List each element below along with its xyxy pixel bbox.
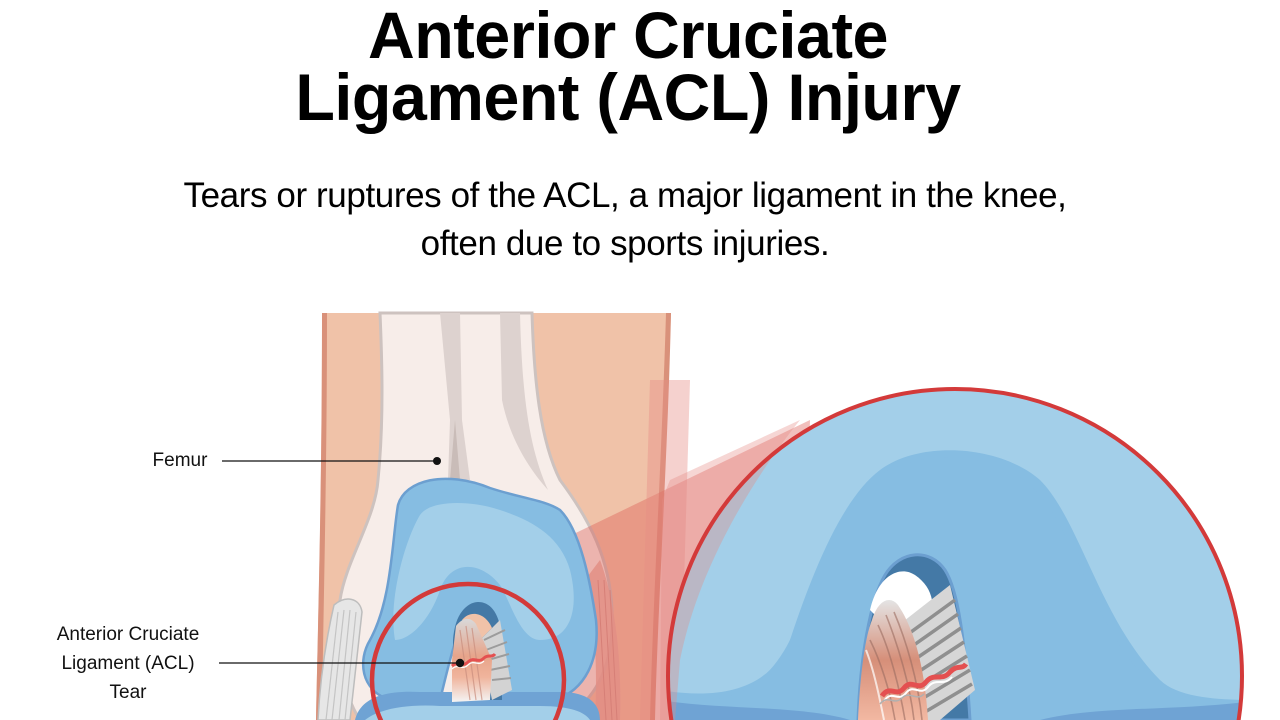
label-acl-tear: Anterior Cruciate Ligament (ACL) Tear: [30, 620, 226, 707]
large-magnifier-ring: [666, 387, 1244, 720]
page-title: Anterior Cruciate Ligament (ACL) Injury: [13, 0, 1244, 134]
subtitle-line-1: Tears or ruptures of the ACL, a major li…: [183, 176, 1067, 215]
page-subtitle: Tears or ruptures of the ACL, a major li…: [0, 172, 1250, 268]
title-line-2: Ligament (ACL) Injury: [295, 60, 961, 134]
label-acl-line-3: Tear: [109, 682, 147, 703]
label-femur: Femur: [152, 450, 208, 471]
small-magnifier-ring: [369, 581, 567, 720]
title-line-1: Anterior Cruciate: [367, 0, 889, 72]
subtitle-line-2: often due to sports injuries.: [420, 224, 830, 263]
leader-lines: [219, 457, 465, 668]
small-magnifier-content: [450, 602, 512, 702]
large-magnifier: [660, 387, 1244, 720]
label-acl-line-1: Anterior Cruciate: [56, 624, 200, 645]
label-acl-line-2: Ligament (ACL): [61, 653, 195, 674]
